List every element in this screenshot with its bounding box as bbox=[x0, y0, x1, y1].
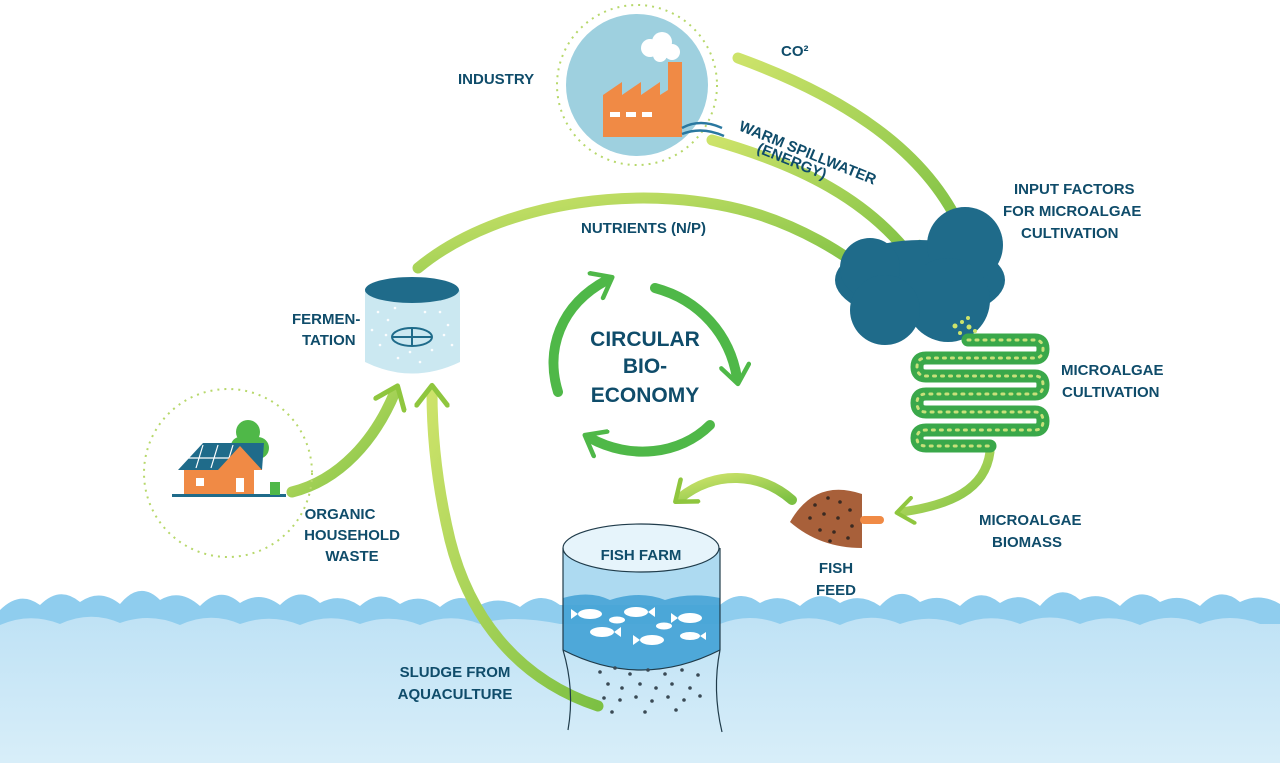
microalgae-cultivation-label-line2: CULTIVATION bbox=[1062, 384, 1160, 401]
algae-bubbles bbox=[952, 316, 977, 335]
organic-waste-label-line3: WASTE bbox=[325, 548, 378, 565]
fish-feed-label-line1: FISH bbox=[819, 560, 853, 577]
fish-feed-scoop bbox=[790, 489, 884, 548]
circular-bioeconomy-label-line2: BIO- bbox=[623, 355, 667, 378]
nutrients-label: NUTRIENTS (N/P) bbox=[581, 220, 706, 237]
sludge-label-line1: SLUDGE FROM bbox=[400, 664, 511, 681]
nutrients-arrow bbox=[412, 192, 870, 275]
microalgae-input-tank bbox=[835, 207, 1005, 345]
sludge-particles bbox=[598, 666, 702, 714]
microalgae-cultivation-coil-highlight bbox=[915, 338, 1045, 448]
input-factors-label-line1: INPUT FACTORS bbox=[1014, 181, 1135, 198]
co2-arrow bbox=[732, 52, 965, 238]
smoke-cloud bbox=[641, 32, 680, 62]
organic-waste-label-line1: ORGANIC bbox=[305, 506, 376, 523]
industry-factory bbox=[556, 4, 725, 166]
microalgae-cultivation-label-line1: MICROALGAE bbox=[1061, 362, 1164, 379]
warm-spillwater-arrow bbox=[706, 134, 915, 262]
fish-farm bbox=[562, 523, 723, 733]
organic-waste-label-line2: HOUSEHOLD bbox=[304, 527, 400, 544]
fish-farm-label: FISH FARM bbox=[601, 547, 682, 564]
flow-arrows bbox=[286, 52, 995, 712]
circular-bioeconomy-label-line3: ECONOMY bbox=[591, 384, 700, 407]
household-waste-arrow bbox=[286, 392, 395, 498]
fish-group bbox=[571, 607, 706, 645]
sea-water bbox=[0, 590, 1280, 763]
industry-label: INDUSTRY bbox=[458, 71, 534, 88]
cycle-arrow-bottom bbox=[590, 420, 715, 452]
microalgae-biomass-label-line1: MICROALGAE bbox=[979, 512, 1082, 529]
cycle-arrow-right bbox=[650, 283, 737, 378]
biomass-arrow bbox=[902, 447, 995, 512]
fish-feed-arrow bbox=[680, 473, 797, 505]
co2-label: CO² bbox=[781, 43, 809, 60]
household bbox=[143, 388, 313, 558]
fermentation-label-line1: FERMEN- bbox=[292, 311, 360, 328]
fish-feed-label-line2: FEED bbox=[816, 582, 856, 599]
circular-bioeconomy-label-line1: CIRCULAR bbox=[590, 328, 700, 351]
sludge-arrow bbox=[432, 392, 604, 712]
sludge-label-line2: AQUACULTURE bbox=[398, 686, 513, 703]
input-factors-label-line2: FOR MICROALGAE bbox=[1003, 203, 1141, 220]
microalgae-biomass-label-line2: BIOMASS bbox=[992, 534, 1062, 551]
fermentation-label-line2: TATION bbox=[302, 332, 356, 349]
cycle-arrows bbox=[548, 280, 737, 452]
cycle-arrow-left bbox=[548, 280, 607, 397]
fermentation-tank bbox=[365, 277, 460, 374]
input-factors-label-line3: CULTIVATION bbox=[1021, 225, 1119, 242]
